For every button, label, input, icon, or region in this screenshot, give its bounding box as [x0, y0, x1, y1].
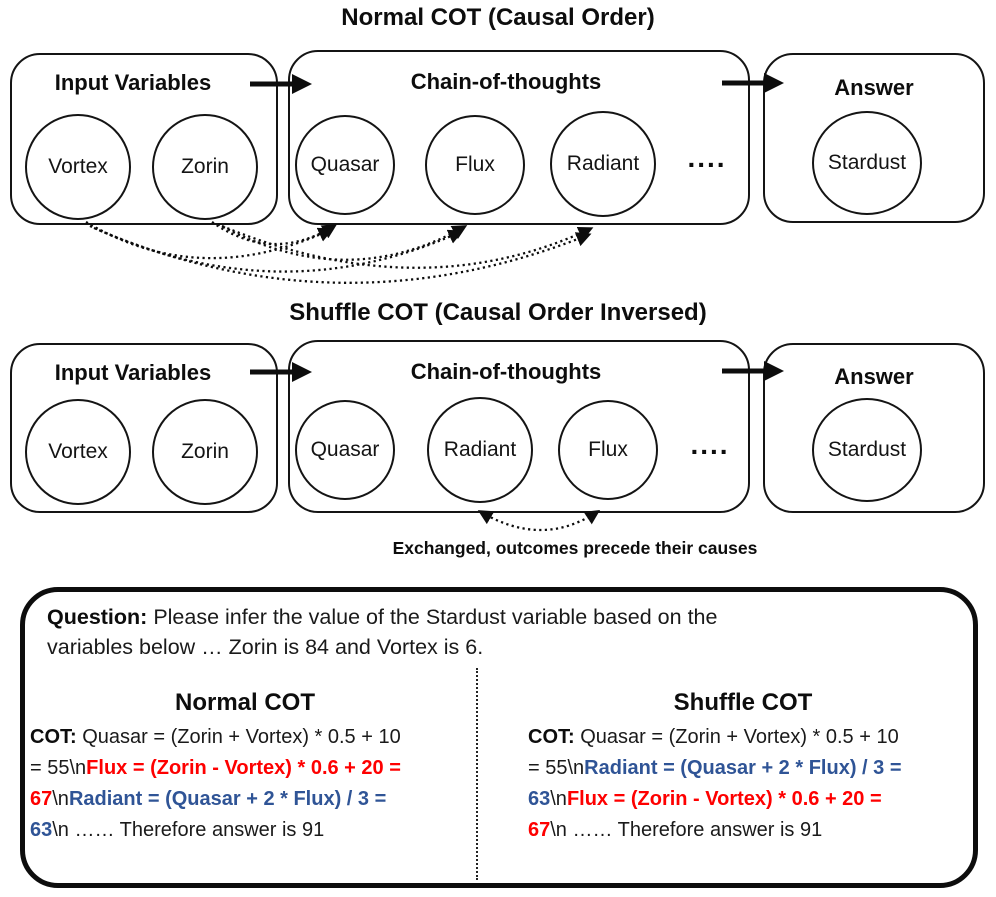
node-label: Vortex: [48, 440, 108, 463]
normal-answer-box-label: Answer: [834, 75, 914, 100]
node-label: Flux: [588, 438, 628, 461]
node-radiant-normal: Radiant: [550, 111, 656, 217]
node-flux-shuffle: Flux: [558, 400, 658, 500]
normal-cot-column-header: Normal COT: [174, 689, 315, 716]
node-stardust-normal: Stardust: [812, 111, 922, 215]
normal-cot-column-text: COT: Quasar = (Zorin + Vortex) * 0.5 + 1…: [30, 726, 401, 841]
node-label: Stardust: [827, 438, 907, 461]
question-box: Question: Please infer the value of the …: [20, 587, 978, 888]
node-label: Vortex: [48, 155, 108, 178]
normal-input-box-label: Input Variables: [54, 70, 212, 95]
shuffle-cot-box-label: Chain-of-thoughts: [410, 359, 602, 384]
shuffle-cot-title: Shuffle COT (Causal Order Inversed): [289, 299, 707, 326]
exchange-caption: Exchanged, outcomes precede their causes: [392, 538, 758, 558]
node-stardust-shuffle: Stardust: [812, 398, 922, 502]
shuffle-cot-column-text: COT: Quasar = (Zorin + Vortex) * 0.5 + 1…: [528, 726, 902, 841]
node-label: Quasar: [310, 438, 380, 461]
normal-cot-box-label: Chain-of-thoughts: [410, 69, 602, 94]
node-label: Stardust: [827, 151, 907, 174]
node-label: Quasar: [310, 153, 380, 176]
arc-radiant-flux-exchange: [477, 509, 601, 532]
node-label: Radiant: [443, 438, 517, 461]
node-label: Zorin: [181, 155, 229, 178]
shuffle-input-box-label: Input Variables: [54, 360, 212, 385]
arc-vortex-to-quasar: [85, 221, 334, 260]
node-vortex-normal: Vortex: [25, 114, 131, 220]
shuffle-answer-box-label: Answer: [834, 364, 914, 389]
shuffle-cot-column-header: Shuffle COT: [673, 689, 813, 716]
node-label: Radiant: [566, 152, 640, 175]
node-vortex-shuffle: Vortex: [25, 399, 131, 505]
arc-zorin-to-flux: [217, 222, 468, 261]
arc-zorin-to-radiant: [221, 224, 594, 269]
question-text: Question: Please infer the value of the …: [47, 605, 718, 659]
node-quasar-shuffle: Quasar: [295, 400, 395, 500]
column-divider: [476, 668, 478, 880]
node-label: Zorin: [181, 440, 229, 463]
node-zorin-normal: Zorin: [152, 114, 258, 220]
node-radiant-shuffle: Radiant: [427, 397, 533, 503]
node-quasar-normal: Quasar: [295, 115, 395, 215]
node-zorin-shuffle: Zorin: [152, 399, 258, 505]
ellipsis-dots-shuffle: ....: [690, 429, 730, 460]
arc-vortex-to-radiant: [93, 226, 592, 284]
arc-zorin-to-quasar: [211, 221, 338, 246]
node-flux-normal: Flux: [425, 115, 525, 215]
normal-cot-title: Normal COT (Causal Order): [341, 4, 655, 31]
arc-vortex-to-flux: [89, 224, 464, 273]
node-label: Flux: [455, 153, 495, 176]
ellipsis-dots-normal: ....: [687, 142, 727, 173]
